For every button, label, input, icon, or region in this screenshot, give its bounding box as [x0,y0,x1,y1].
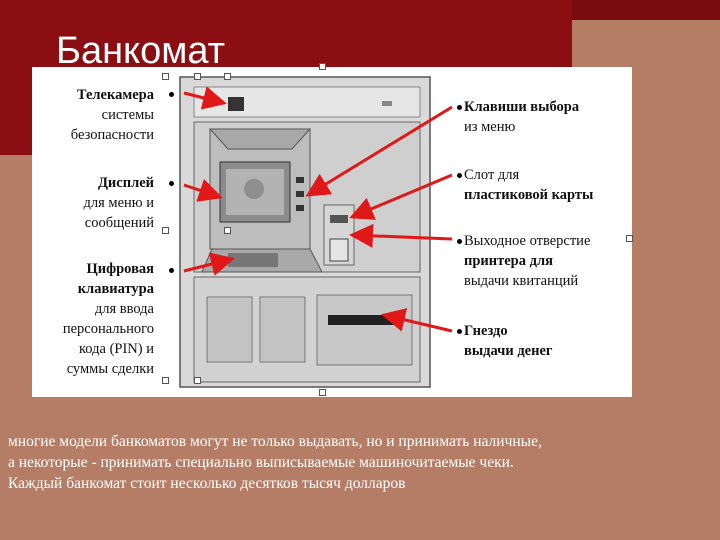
label-cash: Гнездо выдачи денег [464,321,629,361]
label-keypad-line: Цифровая [86,261,154,277]
bullet-dot [457,105,462,110]
slide-title: Банкомат [56,30,226,72]
label-menu-keys-line: Клавиши выбора [464,99,580,115]
resize-handle[interactable] [194,73,201,80]
caption-text: многие модели банкоматов могут не только… [8,431,718,494]
label-keypad-line: суммы сделки [66,361,154,377]
banner-edge [572,0,720,20]
bullet-dot [169,268,174,273]
label-card-slot: Слот для пластиковой карты [464,165,629,205]
label-card-slot-line: Слот для [464,167,520,183]
label-camera: Телекамера системы безопасности [34,85,154,145]
label-display-line: для меню и [83,195,155,211]
bullet-dot [457,239,462,244]
bullet-dot [169,181,174,186]
label-camera-line: системы [101,107,154,123]
camera [228,97,244,111]
bullet-dot [457,173,462,178]
label-keypad-line: клавиатура [77,281,154,297]
label-display-line: сообщений [84,215,154,231]
label-card-slot-line: пластиковой карты [464,187,594,203]
label-keypad-line: для ввода [94,301,154,317]
label-keypad-line: персонального [62,321,154,337]
keypad [228,253,278,267]
caption-line: а некоторые - принимать специально выпис… [8,454,514,471]
atm-figure[interactable]: Телекамера системы безопасности Дисплей … [32,63,633,397]
caption-line: Каждый банкомат стоит несколько десятков… [8,475,406,492]
resize-handle[interactable] [194,377,201,384]
label-keypad-line: кода (PIN) и [79,341,154,357]
cash-slot [328,315,400,325]
card-slot [330,215,348,223]
bullet-dot [169,92,174,97]
label-display: Дисплей для меню и сообщений [34,173,155,233]
resize-handle[interactable] [626,235,633,242]
label-printer-line: принтера для [464,253,553,269]
atm-illustration [179,76,453,388]
resize-handle[interactable] [162,73,169,80]
bullet-dot [457,329,462,334]
label-menu-keys-line: из меню [464,119,516,135]
label-keypad: Цифровая клавиатура для ввода персональн… [34,259,154,379]
label-display-line: Дисплей [97,175,154,191]
label-camera-line: Телекамера [76,87,154,103]
label-menu-keys: Клавиши выбора из меню [464,97,629,137]
resize-handle[interactable] [224,227,231,234]
resize-handle[interactable] [162,377,169,384]
label-printer-line: выдачи квитанций [464,273,579,289]
caption-line: многие модели банкоматов могут не только… [8,433,542,450]
label-printer: Выходное отверстие принтера для выдачи к… [464,231,629,291]
label-printer-line: Выходное отверстие [464,233,591,249]
label-cash-line: Гнездо [464,323,508,339]
label-cash-line: выдачи денег [464,343,553,359]
label-camera-line: безопасности [70,127,154,143]
resize-handle[interactable] [319,63,326,70]
resize-handle[interactable] [319,389,326,396]
receipt-slot [329,238,349,262]
resize-handle[interactable] [162,227,169,234]
resize-handle[interactable] [224,73,231,80]
